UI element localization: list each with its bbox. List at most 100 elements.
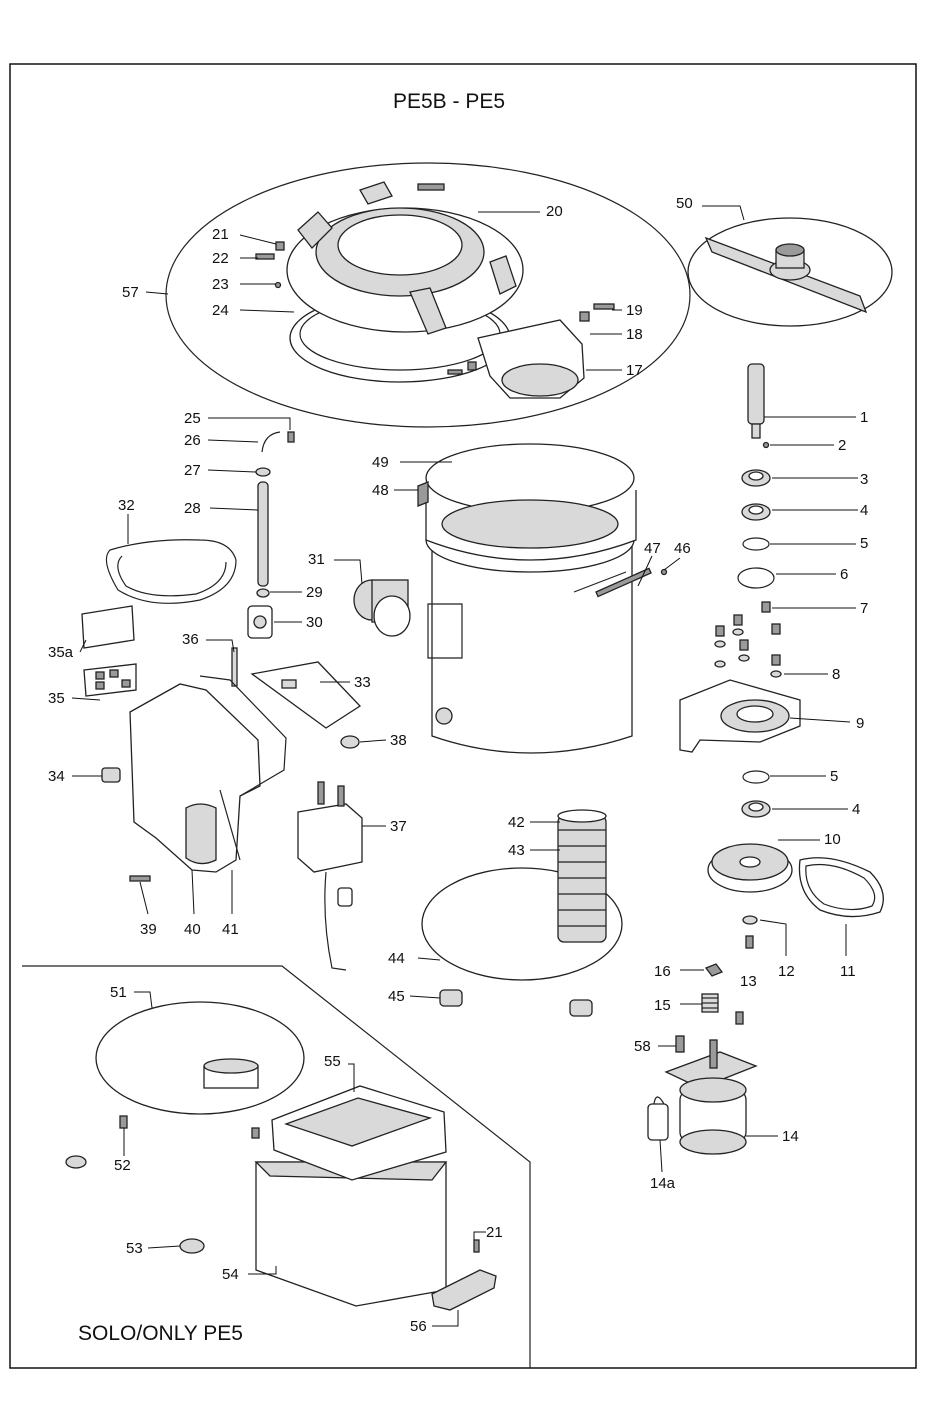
callout-21b: 21 [486,1224,503,1241]
callout-18: 18 [626,326,643,343]
callout-28: 28 [184,500,201,517]
drum-drain-hole [436,708,452,724]
drum-floor [442,500,618,548]
callout-5b: 5 [830,768,838,785]
collector-box-part [256,1162,446,1306]
water-inlet-group [248,432,294,638]
chute-opening [502,364,578,396]
screw-washer-set [715,602,781,677]
callout-8: 8 [832,666,840,683]
lid-assembly-group [166,163,690,427]
spout-part [232,648,237,686]
section-label: SOLO/ONLY PE5 [78,1322,243,1345]
callout-34: 34 [48,768,65,785]
callout-41: 41 [222,921,239,938]
callout-36: 36 [182,631,199,648]
callout-12: 12 [778,963,795,980]
callout-4: 4 [860,502,868,519]
stand-cap-part [66,1156,86,1168]
callout-55: 55 [324,1053,341,1070]
grommet-part [341,736,359,748]
callout-3: 3 [860,471,868,488]
callout-46: 46 [674,540,691,557]
screw-part [130,876,150,881]
callout-17: 17 [626,362,643,379]
circlip-part-lower [743,771,769,783]
callout-9: 9 [856,715,864,732]
elbow-part [262,432,280,452]
shaft-end [752,424,760,438]
motor-shaft [710,1040,717,1068]
callout-15: 15 [654,997,671,1014]
callout-16: 16 [654,963,671,980]
callout-30: 30 [306,614,323,631]
callout-51: 51 [110,984,127,1001]
callout-48: 48 [372,482,389,499]
callout-32: 32 [118,497,135,514]
callout-58: 58 [634,1038,651,1055]
callout-37: 37 [390,818,407,835]
nut-part [580,312,589,321]
o-ring-part [738,568,774,588]
shaft-part [748,364,764,424]
screw-part [418,184,444,190]
screw-part [120,1116,127,1128]
callout-14a: 14a [650,1175,676,1192]
disc-hub-cap [776,244,804,256]
drum-lug-part [418,482,428,506]
callout-54: 54 [222,1266,239,1283]
stand-top-part [96,1002,304,1114]
callout-11: 11 [840,963,856,980]
callout-43: 43 [508,842,525,859]
capacitor-part [648,1104,668,1140]
callout-50: 50 [676,195,693,212]
callout-2: 2 [838,437,846,454]
power-cord-part [325,872,346,970]
cover-plate-part [252,662,360,728]
callout-25: 25 [184,410,201,427]
lid-fin [360,182,392,204]
clamp-part [256,468,270,476]
drive-parts-group [680,364,883,948]
base-plate-group [422,810,622,980]
nut-part [276,242,284,250]
callout-19: 19 [626,302,643,319]
callout-57: 57 [122,284,139,301]
callout-24: 24 [212,302,229,319]
foot-part [440,990,462,1006]
callout-7: 7 [860,600,868,617]
callout-23: 23 [212,276,229,293]
screw-part [252,1128,259,1138]
diagram-title: PE5B - PE5 [393,90,505,113]
callout-5: 5 [860,535,868,552]
screw-part [594,304,614,309]
nut-part [468,362,476,370]
key-pin-part [764,443,769,448]
stand-cap-part [180,1239,204,1253]
callout-42: 42 [508,814,525,831]
spring-hose-part [558,816,606,942]
lid-dome-top [338,215,462,275]
callout-27: 27 [184,462,201,479]
drain-hose-part [106,540,236,604]
callout-38: 38 [390,732,407,749]
screw-part [474,1240,479,1252]
circlip-part [743,538,769,550]
plug-part [288,432,294,442]
callout-13: 13 [740,973,757,990]
callout-26: 26 [184,432,201,449]
callout-35: 35 [48,690,65,707]
nut-part [706,964,722,976]
bolt-part [736,1012,743,1024]
callout-56: 56 [410,1318,427,1335]
foot-part [570,1000,592,1016]
outlet-tube-group [354,580,410,636]
callout-14: 14 [782,1128,799,1145]
callout-6: 6 [840,566,848,583]
callout-21: 21 [212,226,229,243]
screw-part [256,254,274,259]
control-box-part [298,804,362,872]
drum-group [418,444,667,753]
callout-1: 1 [860,409,868,426]
callout-40: 40 [184,921,201,938]
